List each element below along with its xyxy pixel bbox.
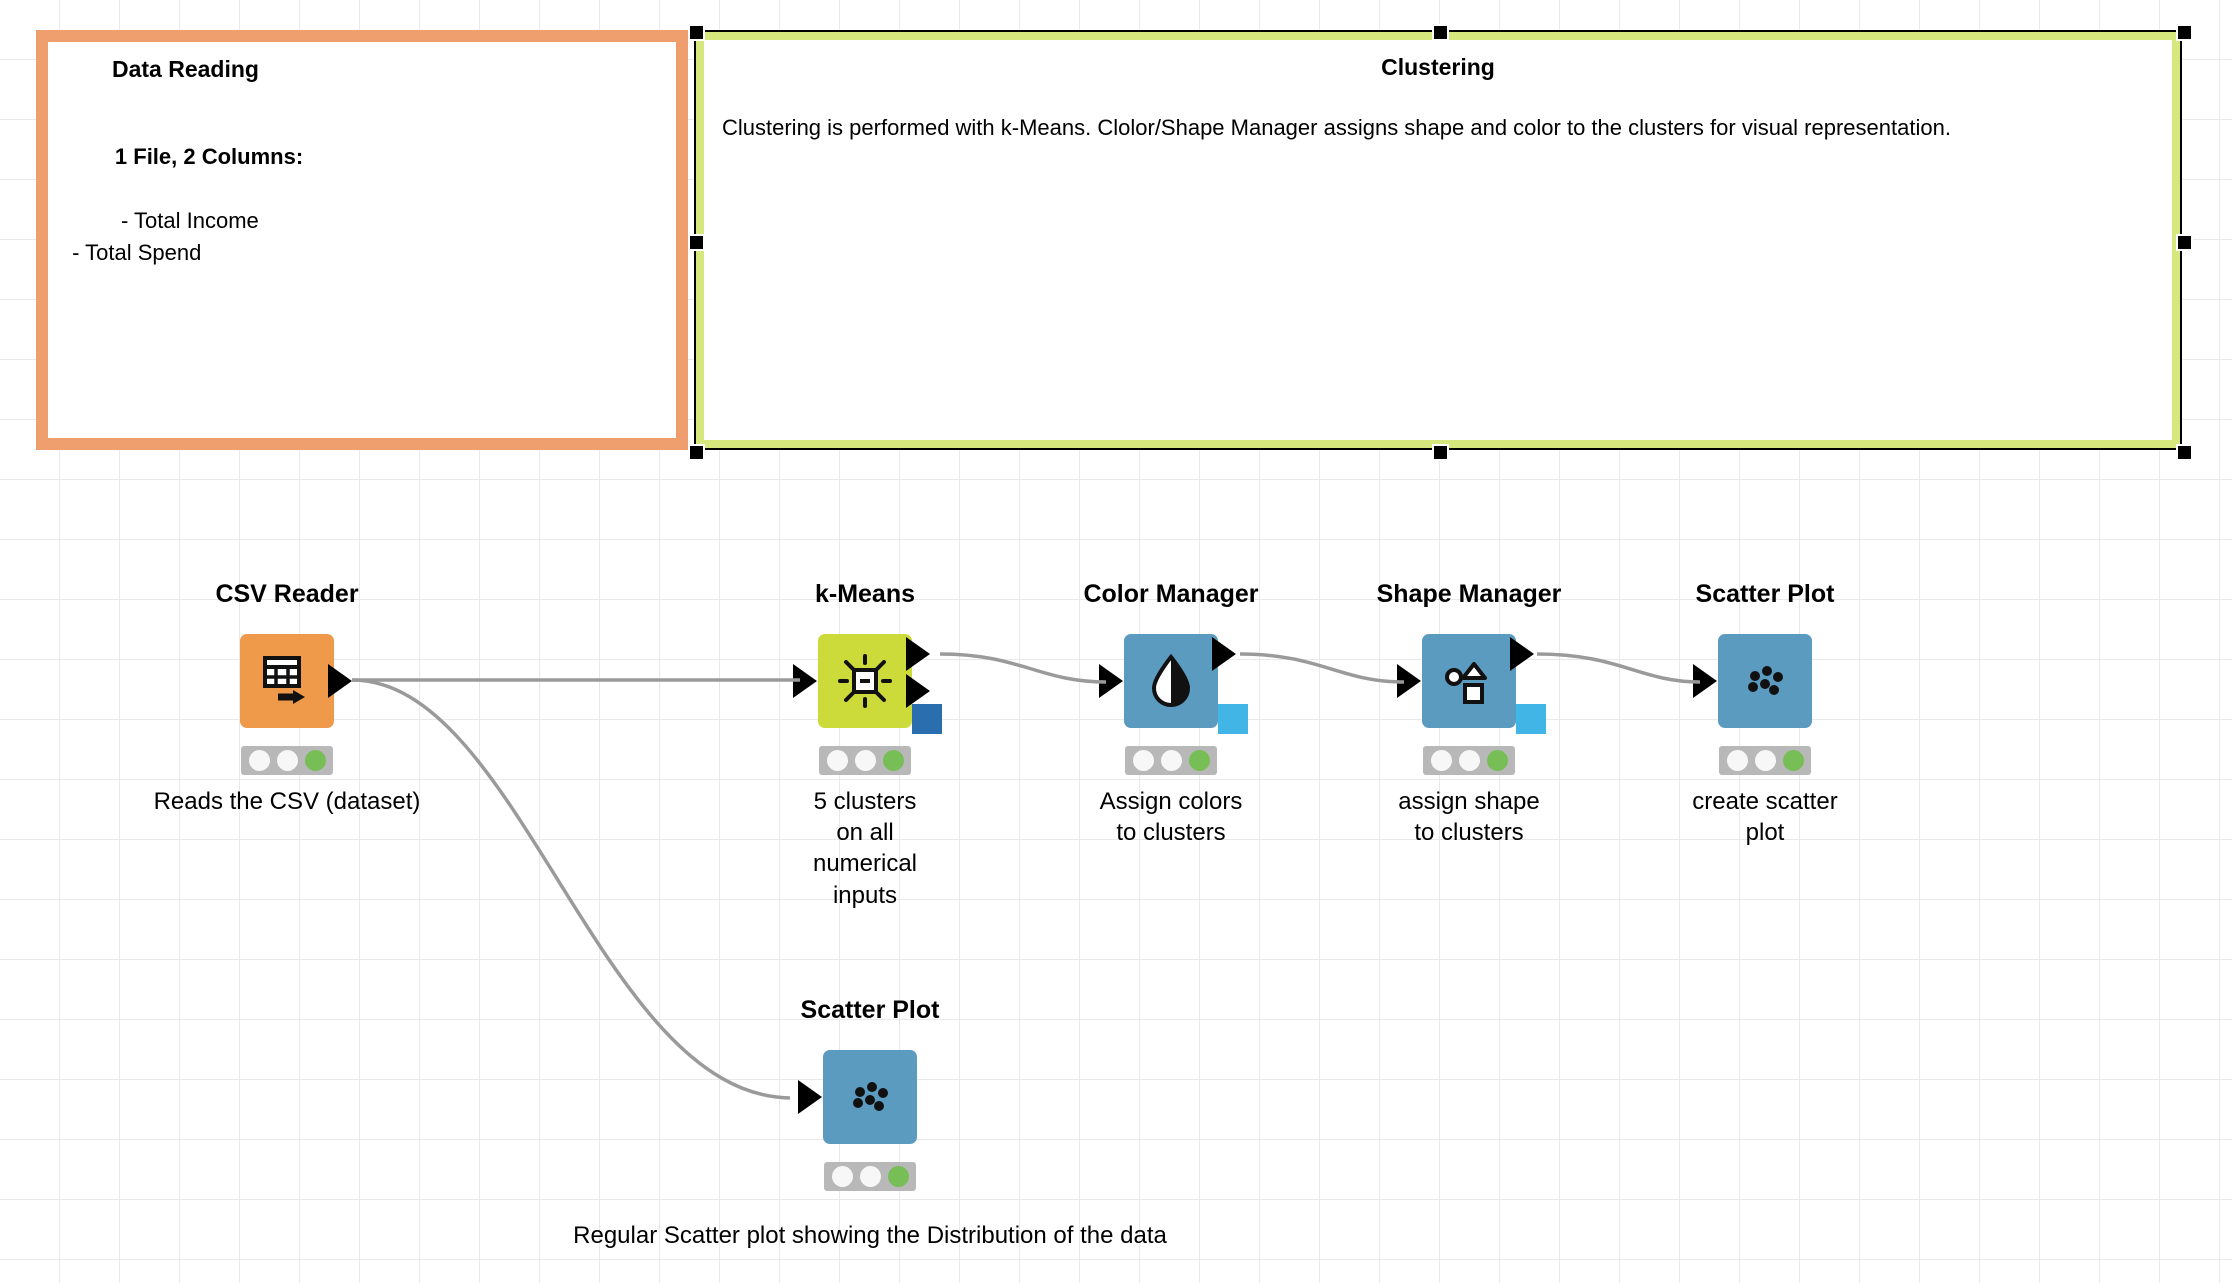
droplet-icon — [1151, 653, 1191, 708]
scatter-dots-icon — [853, 1082, 888, 1111]
node-scatter-plot-top-input-port[interactable] — [1693, 664, 1717, 698]
status-led-idle — [826, 750, 848, 771]
annotation-data-reading-content: Data Reading 1 File, 2 Columns: - Total … — [48, 42, 676, 438]
node-shape-manager-output-port[interactable] — [1510, 637, 1534, 671]
selection-handle-bottom-left[interactable] — [688, 444, 705, 461]
node-color-manager-status — [1125, 746, 1217, 775]
status-led-queued — [1160, 750, 1182, 771]
node-csv-reader-output-port[interactable] — [328, 664, 352, 698]
node-color-manager-output-port[interactable] — [1212, 637, 1236, 671]
node-k-means-status — [819, 746, 911, 775]
selection-handle-top-right[interactable] — [2176, 24, 2193, 41]
annotation-clustering-body: Clustering is performed with k-Means. Cl… — [722, 114, 1951, 140]
node-color-manager-body[interactable] — [1124, 634, 1218, 728]
wire-color-to-shape — [1239, 652, 1405, 684]
annotation-data-reading-lines: - Total Income - Total Spend — [72, 208, 259, 266]
status-led-executed — [887, 1166, 909, 1187]
node-scatter-plot-top-title: Scatter Plot — [1695, 580, 1835, 608]
status-led-queued — [276, 750, 298, 771]
selection-handle-top-left[interactable] — [688, 24, 705, 41]
status-led-idle — [248, 750, 270, 771]
status-led-queued — [1458, 750, 1480, 771]
status-led-idle — [831, 1166, 853, 1187]
node-scatter-plot-top-status — [1719, 746, 1811, 775]
status-led-idle — [1430, 750, 1452, 771]
wire-csv-to-scatter-bottom — [351, 678, 791, 1100]
node-csv-reader-title: CSV Reader — [215, 580, 359, 608]
status-led-queued — [854, 750, 876, 771]
annotation-data-reading-title: Data Reading — [112, 56, 259, 82]
annotation-clustering[interactable]: Clustering Clustering is performed with … — [694, 30, 2182, 450]
node-color-manager-model-port[interactable] — [1218, 704, 1248, 734]
node-k-means-model-port[interactable] — [912, 704, 942, 734]
shapes-icon — [1445, 662, 1487, 704]
annotation-data-reading-body: 1 File, 2 Columns: - Total Income - Tota… — [66, 110, 658, 301]
annotation-data-reading[interactable]: Data Reading 1 File, 2 Columns: - Total … — [36, 30, 688, 450]
node-scatter-plot-top-caption: create scatter plot — [1692, 788, 1838, 847]
node-scatter-plot-top-body[interactable] — [1718, 634, 1812, 728]
status-led-executed — [1782, 750, 1804, 771]
status-led-executed — [1486, 750, 1508, 771]
node-scatter-plot-bottom-input-port[interactable] — [798, 1080, 822, 1114]
status-led-executed — [882, 750, 904, 771]
selection-handle-middle-left[interactable] — [688, 234, 705, 251]
node-k-means-output-port-2[interactable] — [906, 674, 930, 708]
wire-shape-to-scatter-top — [1536, 652, 1701, 684]
status-led-executed — [1188, 750, 1210, 771]
status-led-queued — [859, 1166, 881, 1187]
node-k-means-title: k-Means — [814, 580, 916, 608]
node-csv-reader-status — [241, 746, 333, 775]
node-color-manager-title: Color Manager — [1083, 580, 1259, 608]
node-shape-manager-body[interactable] — [1422, 634, 1516, 728]
node-shape-manager-caption: assign shape to clusters — [1398, 788, 1540, 847]
wire-kmeans-to-color — [939, 652, 1107, 684]
selection-handle-top-center[interactable] — [1432, 24, 1449, 41]
node-k-means-output-port-1[interactable] — [906, 637, 930, 671]
selection-handle-bottom-right[interactable] — [2176, 444, 2193, 461]
node-csv-reader-caption: Reads the CSV (dataset) — [153, 788, 421, 815]
node-scatter-plot-bottom-status — [824, 1162, 916, 1191]
node-shape-manager-title: Shape Manager — [1376, 580, 1562, 608]
status-led-idle — [1726, 750, 1748, 771]
node-shape-manager-status — [1423, 746, 1515, 775]
annotation-data-reading-heading: 1 File, 2 Columns: — [114, 144, 304, 170]
node-scatter-plot-bottom-title: Scatter Plot — [800, 996, 940, 1024]
node-scatter-plot-bottom-body[interactable] — [823, 1050, 917, 1144]
annotation-clustering-content: Clustering Clustering is performed with … — [704, 40, 2172, 440]
cluster-burst-icon — [838, 654, 892, 708]
node-k-means-input-port[interactable] — [793, 664, 817, 698]
node-k-means-body[interactable] — [818, 634, 912, 728]
status-led-queued — [1754, 750, 1776, 771]
node-color-manager-input-port[interactable] — [1099, 664, 1123, 698]
node-scatter-plot-bottom-caption: Regular Scatter plot showing the Distrib… — [573, 1222, 1167, 1249]
node-csv-reader-body[interactable] — [240, 634, 334, 728]
selection-handle-bottom-center[interactable] — [1432, 444, 1449, 461]
node-shape-manager-model-port[interactable] — [1516, 704, 1546, 734]
status-led-idle — [1132, 750, 1154, 771]
node-shape-manager-input-port[interactable] — [1397, 664, 1421, 698]
selection-handle-middle-right[interactable] — [2176, 234, 2193, 251]
annotation-clustering-title: Clustering — [1381, 54, 1495, 80]
scatter-dots-icon — [1748, 666, 1783, 695]
table-arrow-icon — [263, 656, 305, 704]
node-k-means-caption: 5 clusters on all numerical inputs — [812, 788, 918, 909]
node-color-manager-caption: Assign colors to clusters — [1099, 788, 1243, 847]
status-led-executed — [304, 750, 326, 771]
